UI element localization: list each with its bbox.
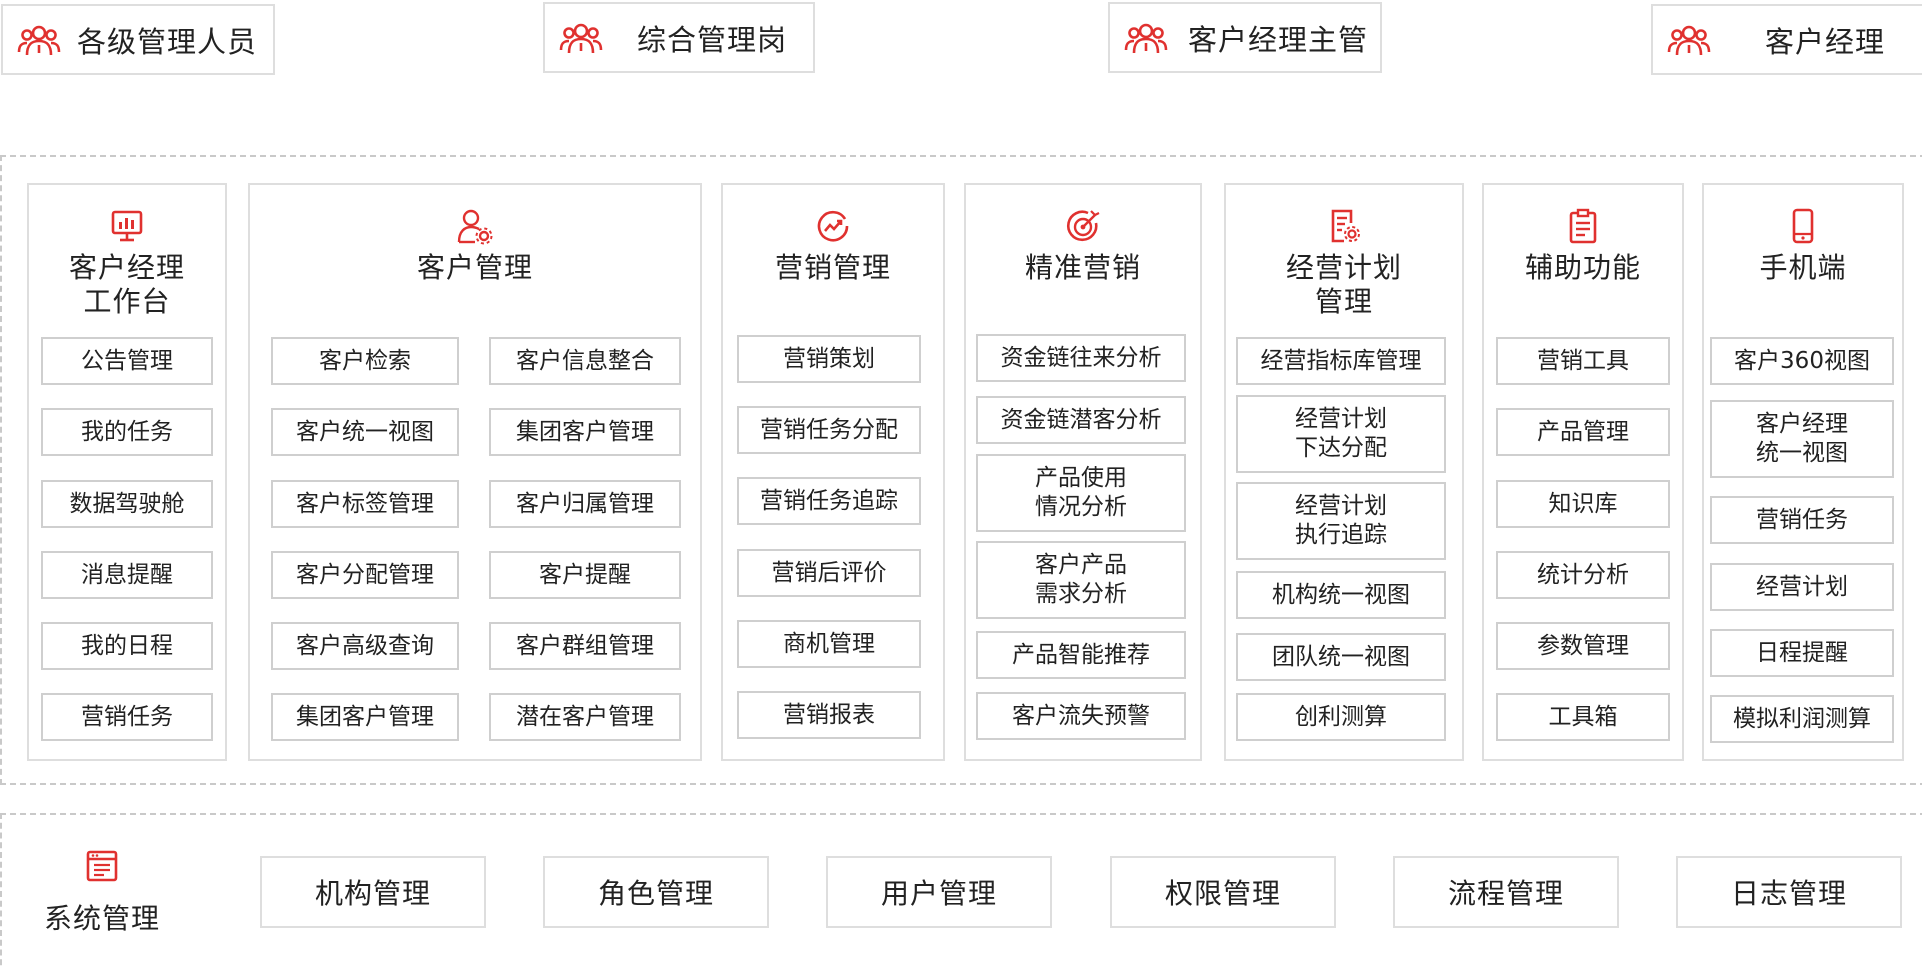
people-group-icon [559, 23, 603, 54]
sys-item-organization[interactable]: 机构管理 [260, 856, 486, 928]
people-group-icon [1124, 23, 1168, 54]
sys-item-permission[interactable]: 权限管理 [1110, 856, 1336, 928]
role-box-manager-supervisor: 客户经理主管 [1108, 2, 1382, 73]
browser-window-icon [86, 850, 118, 882]
module-item[interactable]: 客户归属管理 [489, 480, 681, 528]
module-mobile: 手机端 客户360视图 客户经理统一视图 营销任务 经营计划 日程提醒 模拟利润… [1702, 183, 1904, 761]
module-item[interactable]: 客户统一视图 [271, 408, 459, 456]
module-item[interactable]: 潜在客户管理 [489, 693, 681, 741]
module-item[interactable]: 客户经理统一视图 [1710, 400, 1894, 478]
module-item[interactable]: 创利测算 [1236, 693, 1446, 741]
module-item[interactable]: 客户提醒 [489, 551, 681, 599]
role-label: 客户经理 [1764, 24, 1885, 59]
module-item[interactable]: 营销工具 [1496, 337, 1670, 385]
document-gear-icon [1331, 209, 1360, 243]
module-marketing-management: 营销管理 营销策划 营销任务分配 营销任务追踪 营销后评价 商机管理 营销报表 [721, 183, 945, 761]
module-item[interactable]: 客户高级查询 [271, 622, 459, 670]
monitor-chart-icon [111, 210, 143, 242]
sys-item-role[interactable]: 角色管理 [543, 856, 769, 928]
module-item[interactable]: 机构统一视图 [1236, 571, 1446, 619]
module-title: 客户经理工作台 [68, 251, 185, 318]
module-title: 手机端 [1759, 251, 1847, 284]
module-item[interactable]: 模拟利润测算 [1710, 695, 1894, 743]
module-item[interactable]: 客户检索 [271, 337, 459, 385]
module-precision-marketing: 精准营销 资金链往来分析 资金链潜客分析 产品使用情况分析 客户产品需求分析 产… [964, 183, 1202, 761]
module-item[interactable]: 营销报表 [737, 691, 921, 739]
module-item[interactable]: 团队统一视图 [1236, 633, 1446, 681]
module-item[interactable]: 我的任务 [41, 408, 213, 456]
module-item[interactable]: 经营计划下达分配 [1236, 395, 1446, 473]
module-auxiliary: 辅助功能 营销工具 产品管理 知识库 统计分析 参数管理 工具箱 [1482, 183, 1684, 761]
module-item[interactable]: 营销任务分配 [737, 406, 921, 454]
sys-item-user[interactable]: 用户管理 [826, 856, 1052, 928]
module-item[interactable]: 我的日程 [41, 622, 213, 670]
module-item[interactable]: 客户标签管理 [271, 480, 459, 528]
module-customer-management: 客户管理 客户检索 客户信息整合 客户统一视图 集团客户管理 客户标签管理 客户… [248, 183, 702, 761]
target-icon [1066, 210, 1100, 242]
role-box-account-manager: 客户经理 [1651, 4, 1922, 75]
people-group-icon [17, 25, 61, 56]
system-management-title: 系统管理 [44, 902, 161, 935]
role-box-all-managers: 各级管理人员 [1, 4, 275, 75]
module-item[interactable]: 营销任务 [41, 693, 213, 741]
trend-circle-icon [817, 210, 849, 242]
module-item[interactable]: 产品使用情况分析 [976, 454, 1186, 532]
sys-item-log[interactable]: 日志管理 [1676, 856, 1902, 928]
role-label: 综合管理岗 [636, 22, 787, 57]
role-box-general-admin: 综合管理岗 [543, 2, 815, 73]
module-item[interactable]: 营销任务追踪 [737, 477, 921, 525]
module-item[interactable]: 营销后评价 [737, 549, 921, 597]
role-label: 客户经理主管 [1187, 22, 1368, 57]
module-item[interactable]: 客户分配管理 [271, 551, 459, 599]
module-item[interactable]: 产品智能推荐 [976, 631, 1186, 679]
system-management-frame [0, 813, 1922, 968]
module-item[interactable]: 经营指标库管理 [1236, 337, 1446, 385]
module-item[interactable]: 客户产品需求分析 [976, 541, 1186, 619]
module-item[interactable]: 客户流失预警 [976, 692, 1186, 740]
business-modules-frame [0, 155, 1922, 785]
module-business-plan: 经营计划管理 经营指标库管理 经营计划下达分配 经营计划执行追踪 机构统一视图 … [1224, 183, 1464, 761]
module-title: 精准营销 [1024, 251, 1141, 284]
user-gear-icon [457, 209, 493, 245]
module-item[interactable]: 日程提醒 [1710, 629, 1894, 677]
clipboard-icon [1569, 208, 1597, 244]
module-item[interactable]: 客户信息整合 [489, 337, 681, 385]
module-item[interactable]: 数据驾驶舱 [41, 480, 213, 528]
module-item[interactable]: 集团客户管理 [271, 693, 459, 741]
module-item[interactable]: 经营计划执行追踪 [1236, 482, 1446, 560]
module-item[interactable]: 商机管理 [737, 620, 921, 668]
module-title: 辅助功能 [1524, 251, 1641, 284]
module-item[interactable]: 消息提醒 [41, 551, 213, 599]
mobile-phone-icon [1792, 208, 1814, 244]
role-label: 各级管理人员 [77, 24, 258, 59]
module-item[interactable]: 产品管理 [1496, 408, 1670, 456]
people-group-icon [1667, 25, 1711, 56]
module-item[interactable]: 营销策划 [737, 335, 921, 383]
module-workbench: 客户经理工作台 公告管理 我的任务 数据驾驶舱 消息提醒 我的日程 营销任务 [27, 183, 227, 761]
module-item[interactable]: 客户360视图 [1710, 337, 1894, 385]
module-item[interactable]: 公告管理 [41, 337, 213, 385]
module-item[interactable]: 经营计划 [1710, 563, 1894, 611]
module-item[interactable]: 资金链潜客分析 [976, 396, 1186, 444]
module-item[interactable]: 参数管理 [1496, 622, 1670, 670]
module-item[interactable]: 客户群组管理 [489, 622, 681, 670]
module-item[interactable]: 统计分析 [1496, 551, 1670, 599]
module-title: 营销管理 [774, 251, 891, 284]
module-item[interactable]: 营销任务 [1710, 496, 1894, 544]
sys-item-workflow[interactable]: 流程管理 [1393, 856, 1619, 928]
module-title: 客户管理 [416, 251, 533, 284]
module-item[interactable]: 知识库 [1496, 480, 1670, 528]
module-item[interactable]: 资金链往来分析 [976, 334, 1186, 382]
module-item[interactable]: 集团客户管理 [489, 408, 681, 456]
module-item[interactable]: 工具箱 [1496, 693, 1670, 741]
module-title: 经营计划管理 [1285, 251, 1402, 318]
